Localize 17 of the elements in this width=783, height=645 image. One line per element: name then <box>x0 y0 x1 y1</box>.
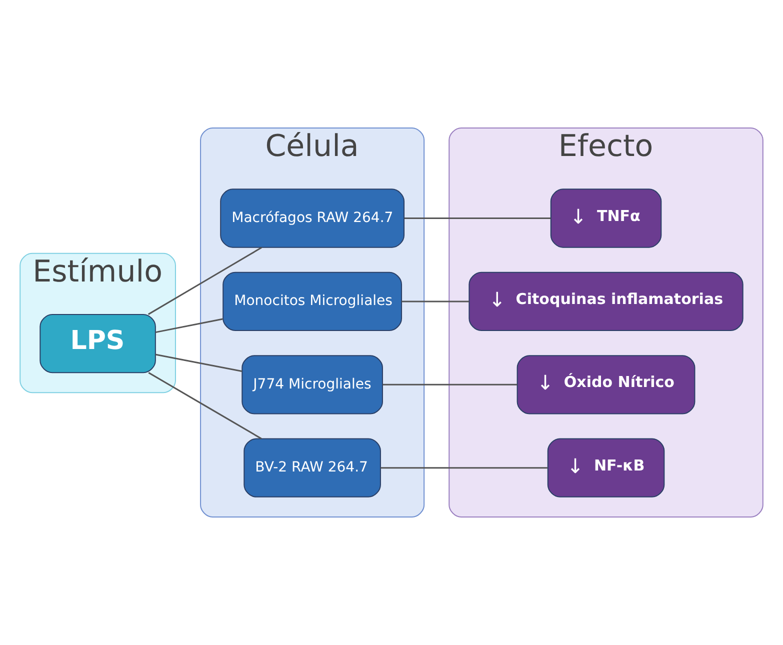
connector <box>402 300 470 302</box>
node-box: Macrófagos RAW 264.7 <box>220 188 405 248</box>
node-box: ↓ NF-κB <box>547 438 665 498</box>
connector <box>155 318 223 334</box>
node-box: J774 Microgliales <box>242 355 383 414</box>
node-box: ↓ Óxido Nítrico <box>516 355 696 414</box>
connector <box>148 246 262 315</box>
node-box: ↓ Citoquinas inflamatorias <box>468 272 744 332</box>
connector <box>404 218 551 219</box>
connector <box>380 467 548 469</box>
node-box: BV-2 RAW 264.7 <box>244 438 381 498</box>
node-box: Monocitos Microgliales <box>222 272 402 332</box>
connector <box>155 354 242 372</box>
connector <box>148 372 262 440</box>
connector <box>382 384 518 386</box>
node-box: LPS <box>40 314 156 374</box>
node-box: ↓ TNFα <box>550 188 662 248</box>
